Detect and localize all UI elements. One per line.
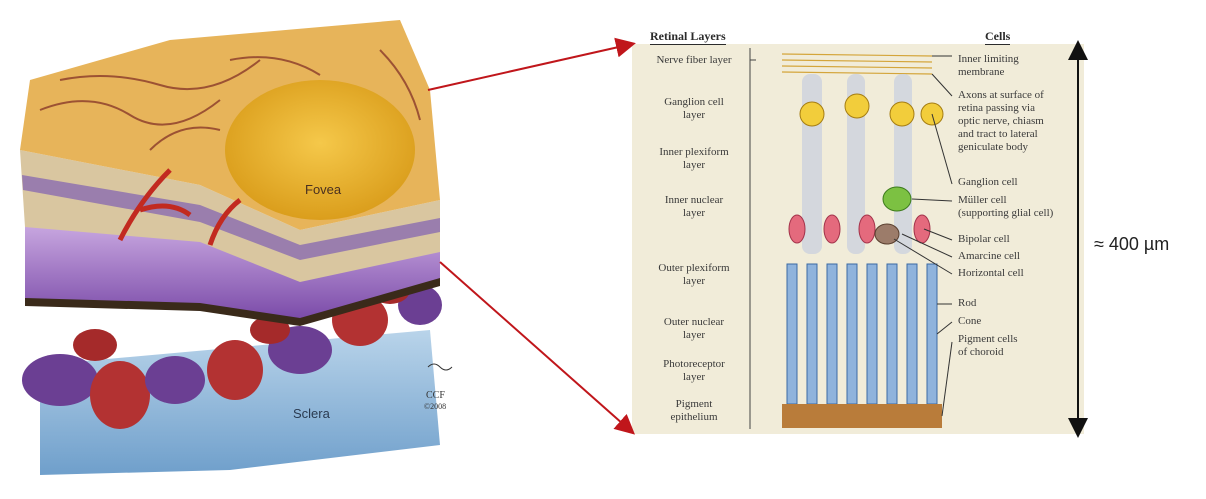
retinal-layers-heading: Retinal Layers bbox=[650, 29, 726, 45]
layer-label-pigment-epithelium: Pigment epithelium bbox=[642, 398, 746, 424]
muller-cell-body bbox=[883, 187, 911, 211]
cell-label-cone: Cone bbox=[958, 315, 981, 328]
cell-label-muller: Müller cell (supporting glial cell) bbox=[958, 194, 1053, 220]
logo-ccf-text: CCF bbox=[426, 390, 445, 401]
thickness-scale-label: ≈ 400 µm bbox=[1094, 234, 1169, 255]
retina-block-illustration: Fovea Sclera CCF ©2008 bbox=[0, 0, 470, 499]
layer-label-inner-plexiform: Inner plexiform layer bbox=[642, 146, 746, 172]
layer-label-ganglion-cell: Ganglion cell layer bbox=[642, 96, 746, 122]
cell-label-axons: Axons at surface of retina passing via o… bbox=[958, 89, 1044, 154]
cell-label-bipolar: Bipolar cell bbox=[958, 233, 1010, 246]
cell-label-inner-limiting-membrane: Inner limiting membrane bbox=[958, 53, 1019, 79]
rods-and-cones bbox=[787, 264, 937, 404]
layer-label-nerve-fiber: Nerve fiber layer bbox=[642, 54, 746, 67]
layer-label-inner-nuclear: Inner nuclear layer bbox=[642, 194, 746, 220]
layer-label-photoreceptor: Photoreceptor layer bbox=[642, 358, 746, 384]
cells-heading: Cells bbox=[985, 29, 1010, 45]
cell-label-horizontal: Horizontal cell bbox=[958, 267, 1024, 280]
axon-fibers bbox=[782, 54, 932, 74]
cell-label-ganglion: Ganglion cell bbox=[958, 176, 1018, 189]
cell-label-pigment-cells: Pigment cells of choroid bbox=[958, 333, 1018, 359]
fovea-label: Fovea bbox=[305, 182, 342, 197]
pigment-epithelium-band bbox=[782, 404, 942, 428]
horizontal-cell-body bbox=[875, 224, 899, 244]
cell-label-amarcine: Amarcine cell bbox=[958, 250, 1020, 263]
cell-label-rod: Rod bbox=[958, 297, 976, 310]
fovea-pit bbox=[225, 80, 415, 220]
sclera-label: Sclera bbox=[293, 406, 331, 421]
layer-label-outer-nuclear: Outer nuclear layer bbox=[642, 316, 746, 342]
layer-label-outer-plexiform: Outer plexiform layer bbox=[642, 262, 746, 288]
layer-brackets bbox=[750, 48, 756, 429]
logo-year-text: ©2008 bbox=[424, 402, 446, 411]
